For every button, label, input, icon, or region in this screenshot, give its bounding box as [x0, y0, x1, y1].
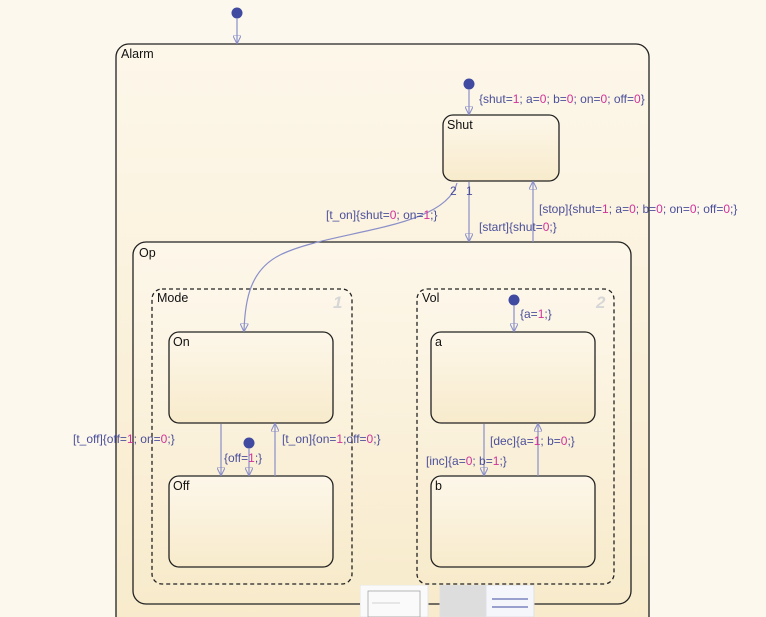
state-off-label: Off — [173, 479, 190, 493]
vol-init-text: ;} — [544, 307, 551, 321]
t-off-value: 0 — [161, 432, 168, 446]
t-off-text: ; on= — [134, 432, 161, 446]
state-on[interactable]: On — [168, 331, 334, 424]
inc-text: [inc]{a= — [426, 454, 466, 468]
label-t-off[interactable]: [t_off]{off=1; on=0;} — [73, 432, 175, 446]
off-init-value: 1 — [248, 451, 255, 465]
stop-text: [stop]{shut= — [539, 202, 602, 216]
state-vol-label: Vol — [422, 291, 439, 305]
label-t-on-shut[interactable]: [t_on]{shut=0; on=1;} — [326, 208, 437, 222]
shut-init-text: ; on= — [573, 92, 600, 106]
t-on-mode-value: 1 — [336, 432, 343, 446]
stop-value: 0 — [690, 202, 697, 216]
state-on-label: On — [173, 335, 190, 349]
state-off[interactable]: Off — [168, 475, 334, 568]
t-off-value: 1 — [127, 432, 134, 446]
stop-text: ; on= — [663, 202, 690, 216]
default-transition-dot-off — [243, 437, 255, 449]
t-on-mode-value: 0 — [367, 432, 374, 446]
stop-value: 0 — [629, 202, 636, 216]
t-on-shut-value: 0 — [390, 208, 397, 222]
inc-text: ;} — [499, 454, 506, 468]
off-init-text: {off= — [224, 451, 248, 465]
shut-init-value: 0 — [634, 92, 641, 106]
label-shut-default-action[interactable]: {shut=1; a=0; b=0; on=0; off=0} — [479, 92, 645, 106]
default-transition-dot-shut — [463, 78, 475, 90]
state-shut-label: Shut — [447, 118, 473, 132]
t-on-mode-text: ;off= — [343, 432, 366, 446]
shut-init-text: } — [641, 92, 645, 106]
t-on-shut-text: ; on= — [396, 208, 423, 222]
state-a-label: a — [435, 335, 442, 349]
inc-value: 0 — [466, 454, 473, 468]
stop-text: ;} — [730, 202, 737, 216]
t-off-text: ;} — [167, 432, 174, 446]
stop-text: ; off= — [697, 202, 724, 216]
vol-init-text: {a= — [520, 307, 538, 321]
dec-value: 0 — [561, 434, 568, 448]
transition-t-on-shut[interactable] — [244, 182, 458, 331]
stop-value: 0 — [656, 202, 663, 216]
state-alarm-label: Alarm — [121, 47, 154, 61]
start-value: 0 — [543, 220, 550, 234]
vol-execution-order: 2 — [595, 293, 606, 312]
transition-priority-1: 1 — [466, 184, 473, 198]
state-b[interactable]: b — [430, 475, 596, 568]
label-off-default-action[interactable]: {off=1;} — [224, 451, 262, 465]
overview-thumbnails[interactable] — [360, 585, 535, 617]
inc-text: ; b= — [472, 454, 492, 468]
label-start[interactable]: [start]{shut=0;} — [479, 220, 557, 234]
stop-text: ; a= — [609, 202, 629, 216]
start-text: ;} — [549, 220, 556, 234]
stop-value: 0 — [723, 202, 730, 216]
label-vol-default-action[interactable]: {a=1;} — [520, 307, 552, 321]
shut-init-text: ; a= — [519, 92, 539, 106]
shut-init-value: 0 — [567, 92, 574, 106]
thumbnail-scope[interactable] — [439, 585, 487, 617]
state-mode-label: Mode — [157, 291, 188, 305]
t-off-text: [t_off]{off= — [73, 432, 127, 446]
state-a[interactable]: a — [430, 331, 596, 424]
dec-value: 1 — [534, 434, 541, 448]
thumbnail-chart[interactable] — [360, 585, 429, 617]
mode-execution-order: 1 — [333, 293, 342, 312]
default-transition-dot-alarm — [231, 7, 243, 19]
transition-priority-2: 2 — [450, 184, 457, 198]
start-text: [start]{shut= — [479, 220, 543, 234]
shut-init-text: {shut= — [479, 92, 513, 106]
shut-init-value: 0 — [601, 92, 608, 106]
label-inc[interactable]: [inc]{a=0; b=1;} — [426, 454, 507, 468]
stop-value: 1 — [602, 202, 609, 216]
thumbnail-chart-frame — [367, 590, 421, 617]
thumbnail-strip — [360, 585, 535, 617]
label-t-on-mode[interactable]: [t_on]{on=1;off=0;} — [282, 432, 381, 446]
state-b-label: b — [435, 479, 442, 493]
thumbnail-data[interactable] — [485, 585, 535, 617]
t-on-mode-text: ;} — [373, 432, 380, 446]
state-shut[interactable]: Shut — [442, 114, 560, 182]
shut-init-value: 1 — [513, 92, 520, 106]
t-on-shut-text: [t_on]{shut= — [326, 208, 390, 222]
t-on-shut-value: 1 — [423, 208, 430, 222]
dec-text: [dec]{a= — [490, 434, 534, 448]
t-on-shut-text: ;} — [430, 208, 437, 222]
inc-value: 1 — [493, 454, 500, 468]
label-dec[interactable]: [dec]{a=1; b=0;} — [490, 434, 575, 448]
dec-text: ;} — [567, 434, 574, 448]
stop-text: ; b= — [636, 202, 656, 216]
shut-init-text: ; off= — [607, 92, 634, 106]
off-init-text: ;} — [255, 451, 262, 465]
default-transition-dot-vol — [508, 294, 520, 306]
state-op-label: Op — [139, 246, 156, 260]
dec-text: ; b= — [540, 434, 560, 448]
shut-init-value: 0 — [540, 92, 547, 106]
label-stop[interactable]: [stop]{shut=1; a=0; b=0; on=0; off=0;} — [539, 202, 737, 216]
shut-init-text: ; b= — [546, 92, 566, 106]
t-on-mode-text: [t_on]{on= — [282, 432, 336, 446]
vol-init-value: 1 — [538, 307, 545, 321]
